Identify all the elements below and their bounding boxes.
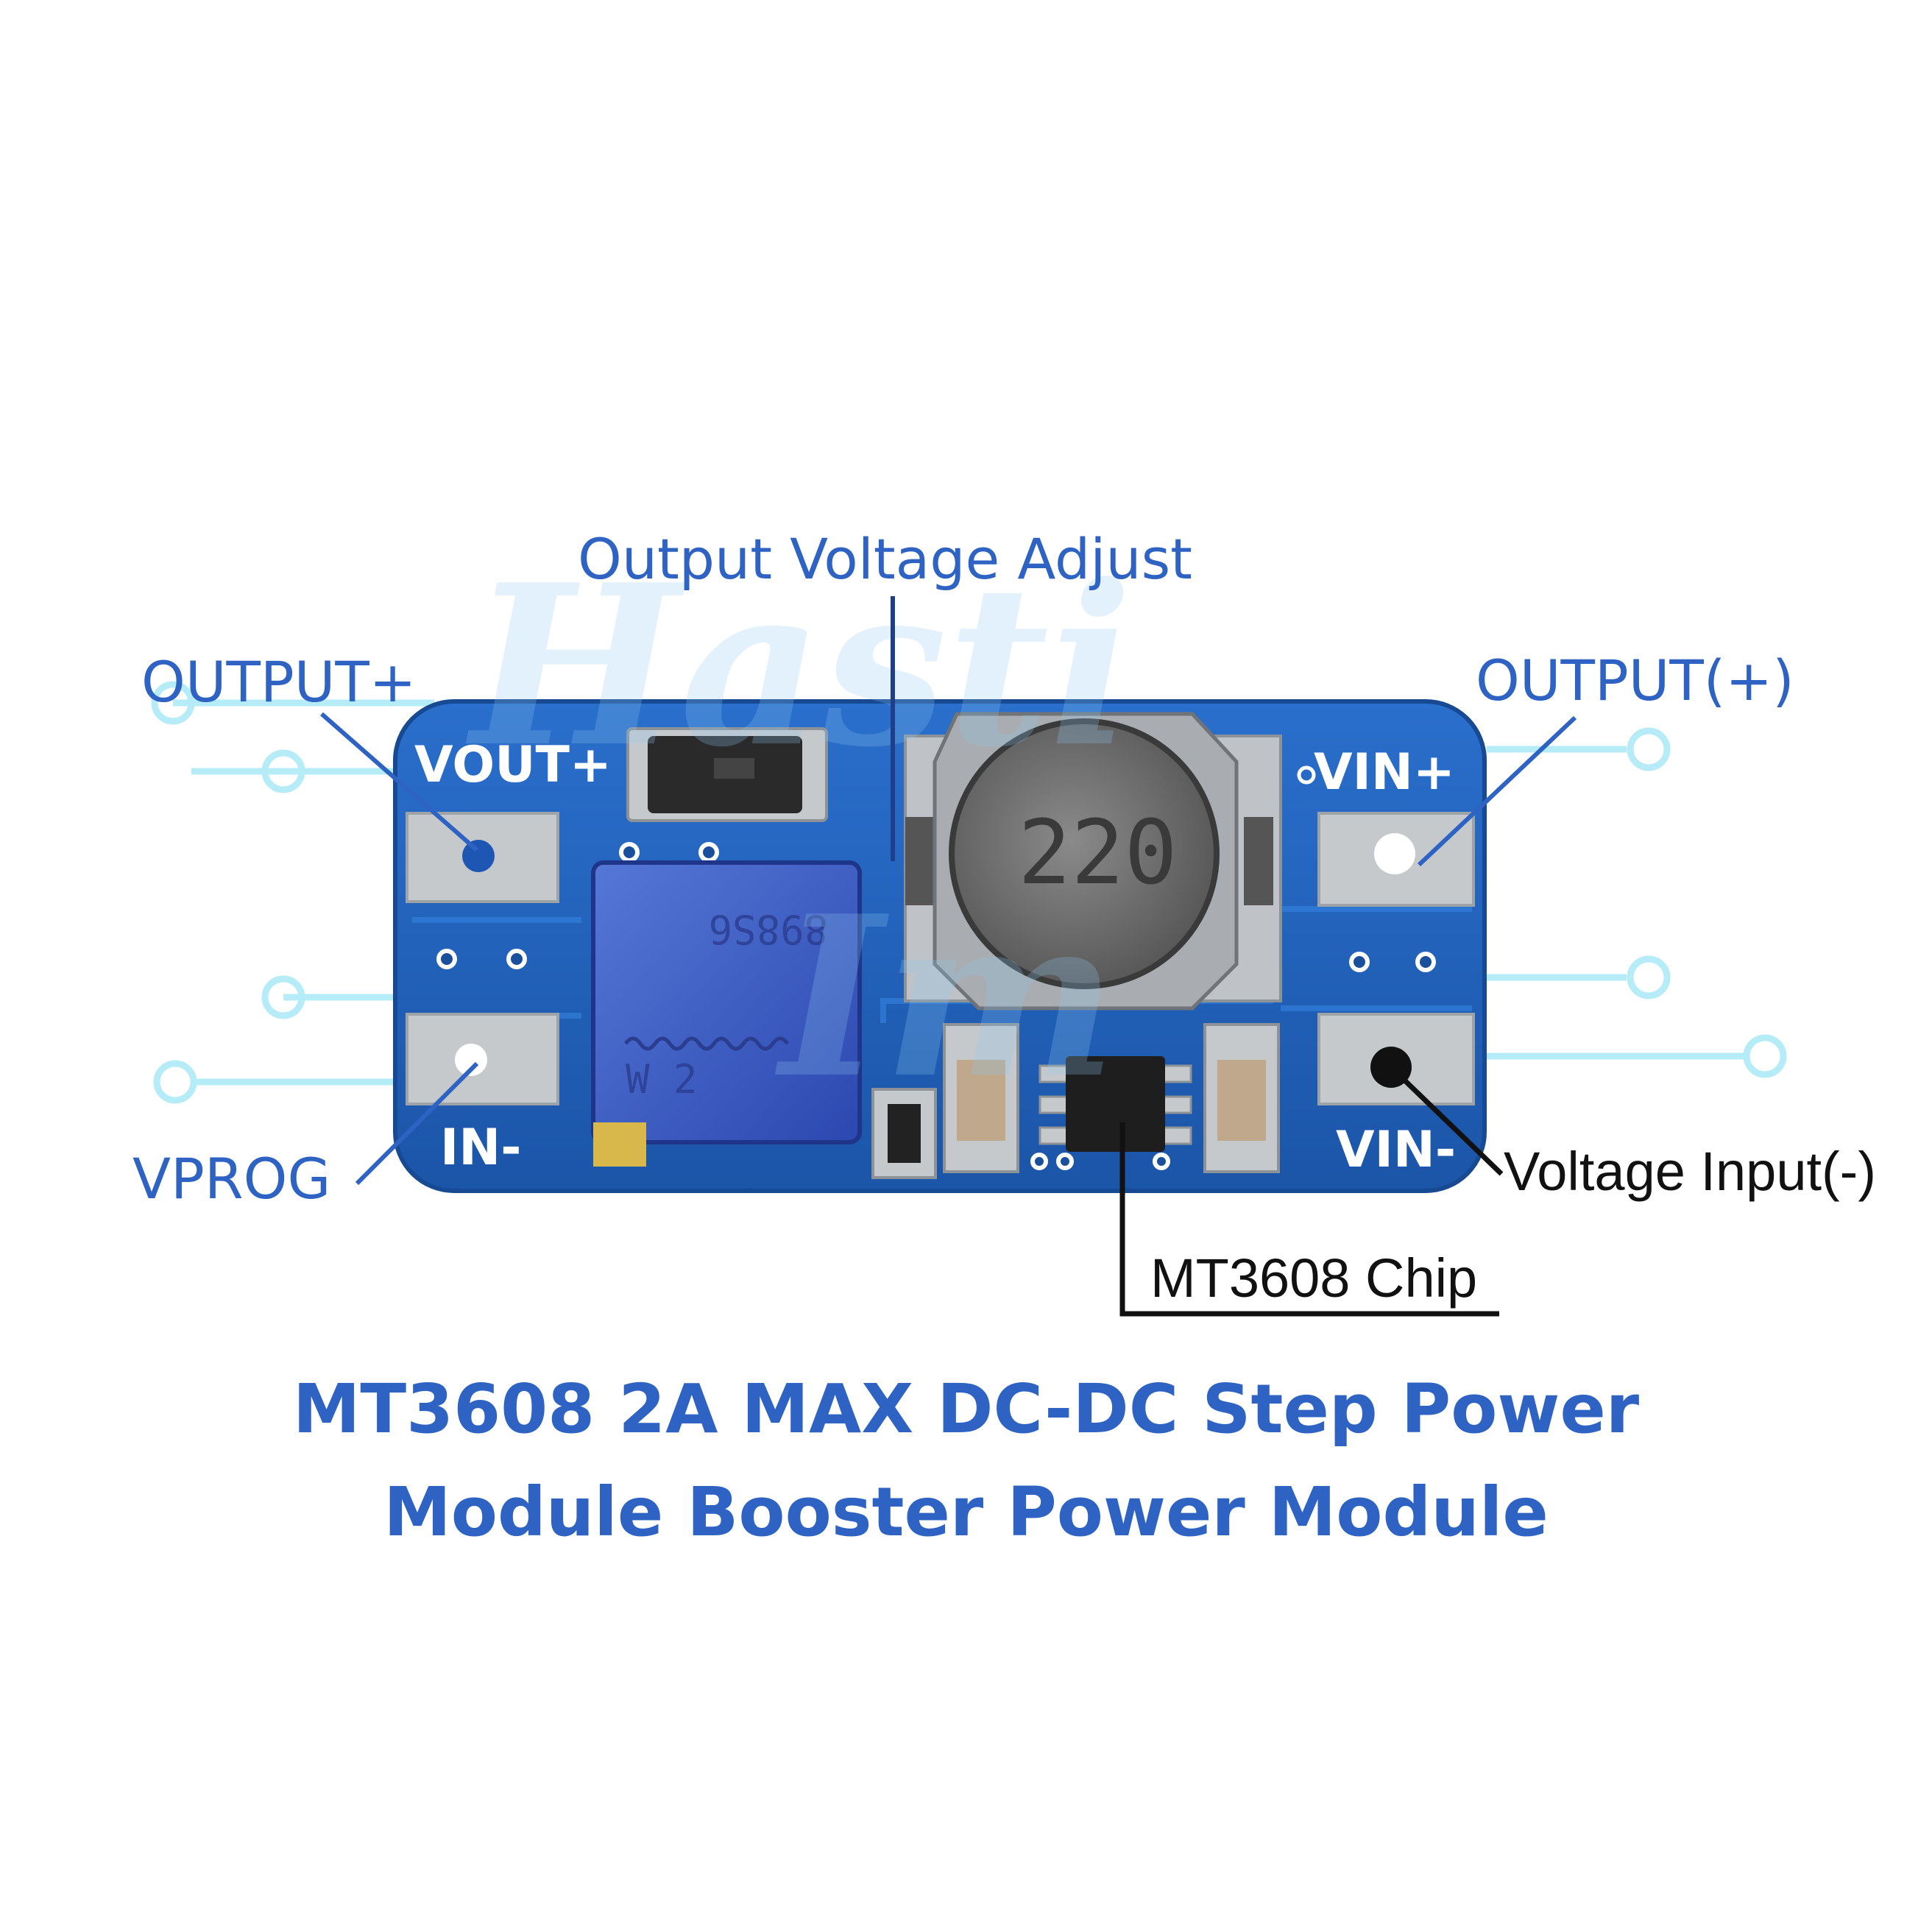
label-mt3608-chip: MT3608 Chip [1150,1248,1477,1309]
resistor [871,1088,937,1179]
silk-vin-minus: VIN- [1336,1121,1456,1179]
silk-dot [1297,765,1316,785]
potentiometer-marking: 898S6 [708,906,828,952]
label-output-plus-right: OUTPUT(+) [1476,648,1794,713]
schottky-diode [626,727,828,822]
potentiometer-marking-2: W 2 [626,1056,698,1103]
watermark-text: Hasti [464,536,1133,796]
label-voltage-input-minus: Voltage Input(-) [1504,1141,1876,1202]
silk-in-minus: IN- [440,1119,521,1177]
silk-vin-plus: VIN+ [1314,743,1455,802]
inductor-marking: 220 [1018,802,1178,905]
pad-vin-plus [1317,812,1475,907]
leader-lines [320,596,1577,1317]
label-vprog: VPROG [132,1146,330,1211]
caption-line-2: Module Booster Power Module [383,1473,1549,1551]
silk-vout-plus: VOUT+ [414,736,612,794]
mt3608-chip [1038,1056,1192,1152]
capacitor-left [943,1023,1019,1173]
inductor-220: 220 [904,712,1282,1011]
watermark-text-2: Im [774,867,1117,1127]
label-output-plus-left: OUTPUT+ [141,649,416,715]
pad-vout-plus [406,812,559,903]
pad-in-minus [406,1013,559,1105]
caption-line-1: MT3608 2A MAX DC-DC Step Power [292,1370,1640,1448]
potentiometer: 898S6 W 2 [591,860,862,1167]
label-output-voltage-adjust: Output Voltage Adjust [578,526,1192,592]
capacitor-right [1203,1023,1280,1173]
caption: MT3608 2A MAX DC-DC Step Power Module Bo… [0,1358,1932,1564]
pad-vin-minus [1317,1013,1475,1105]
